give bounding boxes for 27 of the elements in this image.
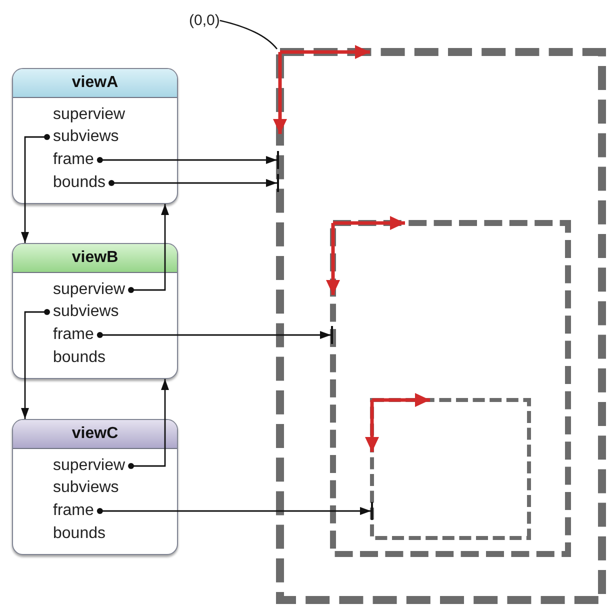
arrow <box>128 379 169 469</box>
property-label: bounds <box>47 174 112 192</box>
property-label: subviews <box>47 479 125 497</box>
property-label: frame <box>47 502 100 520</box>
dashed-view-outline <box>276 48 606 604</box>
dashed-view-outline <box>330 220 571 557</box>
card-header: viewA <box>13 69 177 98</box>
view-card <box>12 243 178 379</box>
view-card <box>12 68 178 204</box>
property-label: subviews <box>47 303 125 321</box>
property-label: superview <box>47 106 132 124</box>
leader-line <box>220 20 278 50</box>
property-label: bounds <box>47 349 112 367</box>
dashed-view-outline <box>370 398 531 540</box>
property-label: frame <box>47 151 100 169</box>
property-label: superview <box>47 457 132 475</box>
arrow <box>21 309 50 419</box>
property-label: superview <box>47 281 132 299</box>
card-header: viewC <box>13 420 177 449</box>
origin-label: (0,0) <box>189 12 220 29</box>
card-header: viewB <box>13 244 177 273</box>
view-card <box>12 419 178 555</box>
property-label: subviews <box>47 128 125 146</box>
arrow <box>128 204 169 293</box>
arrow <box>21 134 50 243</box>
property-label: frame <box>47 326 100 344</box>
property-label: bounds <box>47 525 112 543</box>
